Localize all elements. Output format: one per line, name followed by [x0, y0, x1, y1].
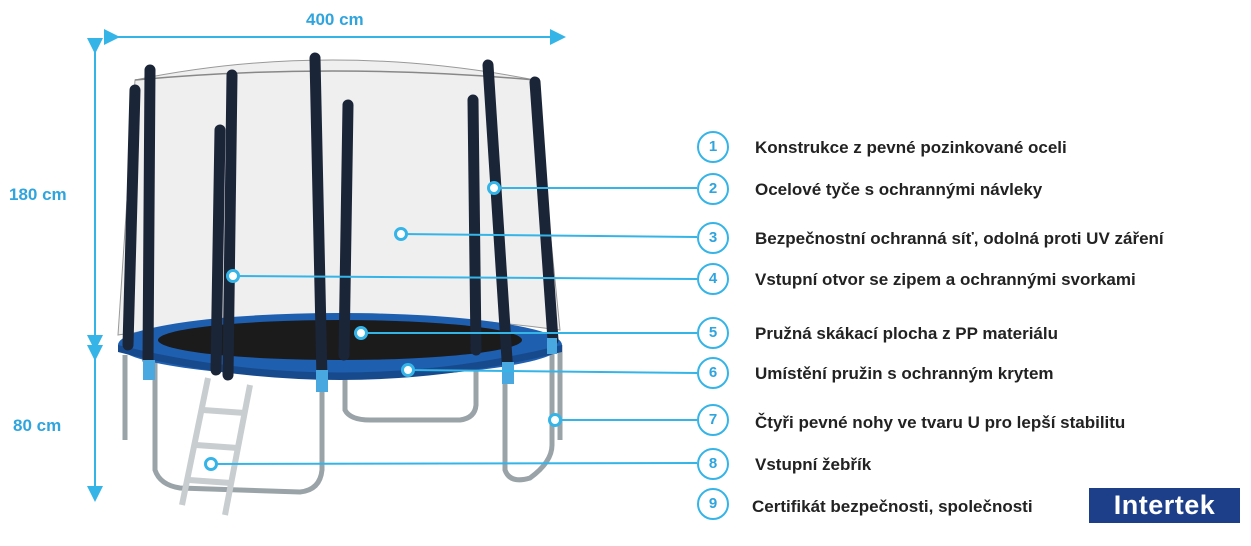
leader-dots — [204, 181, 562, 471]
intertek-logo: Intertek — [1089, 488, 1240, 523]
feature-number-badge: 9 — [697, 488, 729, 520]
feature-label: Ocelové tyče s ochrannými návleky — [755, 180, 1043, 199]
feature-label: Konstrukce z pevné pozinkované oceli — [755, 138, 1067, 157]
feature-label: Čtyři pevné nohy ve tvaru U pro lepší st… — [755, 413, 1126, 432]
feature-number-badge: 3 — [697, 222, 729, 254]
feature-label: Vstupní otvor se zipem a ochrannými svor… — [755, 270, 1136, 289]
feature-label: Bezpečnostní ochranná síť, odolná proti … — [755, 229, 1164, 248]
feature-number-badge: 4 — [697, 263, 729, 295]
feature-number-badge: 6 — [697, 357, 729, 389]
feature-number-badge: 2 — [697, 173, 729, 205]
feature-label: Vstupní žebřík — [755, 455, 872, 474]
feature-number-badge: 5 — [697, 317, 729, 349]
leg-height-label: 80 cm — [13, 416, 62, 435]
feature-label: Certifikát bezpečnosti, společnosti — [752, 497, 1033, 516]
poles — [122, 52, 559, 386]
feature-label: Pružná skákací plocha z PP materiálu — [755, 324, 1058, 343]
pole-caps — [143, 338, 557, 392]
feature-number-badge: 7 — [697, 404, 729, 436]
leader-lines — [210, 187, 698, 465]
net-height-label: 180 cm — [9, 185, 67, 204]
feature-number-badge: 1 — [697, 131, 729, 163]
feature-label: Umístění pružin s ochranným krytem — [755, 364, 1054, 383]
feature-number-badge: 8 — [697, 448, 729, 480]
width-label: 400 cm — [306, 10, 364, 29]
ladder — [179, 377, 253, 516]
legs — [122, 345, 563, 495]
